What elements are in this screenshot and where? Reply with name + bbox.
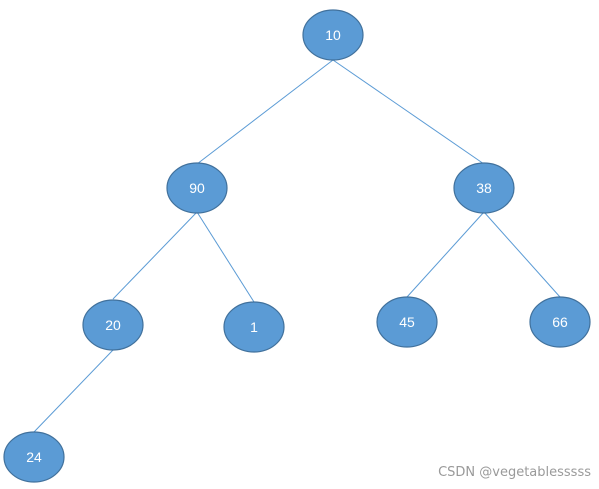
tree-node-circle <box>302 9 364 61</box>
tree-node-circle <box>3 431 65 483</box>
tree-nodes: 10 90 38 20 1 45 66 24 <box>3 9 591 483</box>
tree-node-label: 38 <box>476 180 492 196</box>
tree-node-circle <box>529 296 591 348</box>
tree-edges <box>33 59 561 433</box>
tree-node-circle <box>376 296 438 348</box>
tree-edge-n20-n24 <box>33 349 114 433</box>
watermark-text: CSDN @vegetablesssss <box>438 465 591 480</box>
tree-node-90: 90 <box>166 162 228 214</box>
tree-node-circle <box>453 162 515 214</box>
tree-node-circle <box>82 299 144 351</box>
tree-node-10: 10 <box>302 9 364 61</box>
tree-node-45: 45 <box>376 296 438 348</box>
tree-node-20: 20 <box>82 299 144 351</box>
tree-node-label: 45 <box>399 314 415 330</box>
tree-edge-n90-n20 <box>112 211 198 300</box>
tree-node-label: 90 <box>189 180 205 196</box>
tree-edge-n38-n45 <box>406 211 485 298</box>
tree-node-label: 20 <box>105 317 121 333</box>
tree-node-label: 66 <box>552 314 568 330</box>
tree-edge-n90-n1 <box>196 211 255 303</box>
tree-node-38: 38 <box>453 162 515 214</box>
tree-node-circle <box>166 162 228 214</box>
tree-edge-n10-n38 <box>332 59 485 165</box>
tree-node-66: 66 <box>529 296 591 348</box>
tree-edge-n10-n90 <box>196 59 334 165</box>
tree-node-circle <box>223 301 285 353</box>
tree-edge-n38-n66 <box>483 211 561 298</box>
tree-node-label: 24 <box>26 449 42 465</box>
tree-node-24: 24 <box>3 431 65 483</box>
tree-node-label: 1 <box>250 319 258 335</box>
tree-node-1: 1 <box>223 301 285 353</box>
tree-node-label: 10 <box>325 27 341 43</box>
